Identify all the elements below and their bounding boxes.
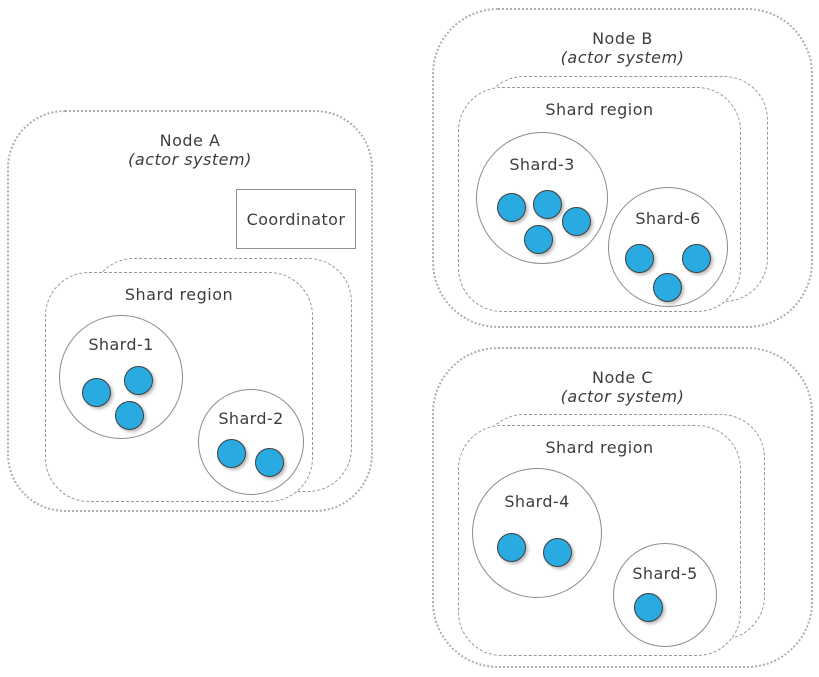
- actor-dot: [497, 193, 526, 222]
- actor-dot: [124, 366, 153, 395]
- shard-3-circle: Shard-3: [476, 132, 608, 264]
- actor-dot: [562, 207, 591, 236]
- actor-dot: [524, 225, 553, 254]
- shard-6-label: Shard-6: [635, 209, 701, 228]
- actor-dot: [217, 439, 246, 468]
- actor-dot: [533, 190, 562, 219]
- coordinator-box: Coordinator: [236, 189, 356, 249]
- node-a-subtitle: (actor system): [128, 150, 252, 170]
- actor-dot: [497, 533, 526, 562]
- node-c: Node C (actor system) Shard region Shard…: [432, 347, 813, 668]
- shard-1-label: Shard-1: [88, 335, 154, 354]
- coordinator-label: Coordinator: [246, 209, 346, 229]
- shard-5-circle: Shard-5: [613, 543, 717, 647]
- actor-dot: [115, 401, 144, 430]
- shard-2-circle: Shard-2: [198, 389, 304, 495]
- actor-dot: [653, 273, 682, 302]
- node-a-title: Node A: [159, 131, 221, 150]
- node-b-subtitle: (actor system): [560, 48, 685, 68]
- shard-5-label: Shard-5: [632, 564, 698, 583]
- actor-dot: [634, 593, 663, 622]
- actor-dot: [255, 448, 284, 477]
- node-b: Node B (actor system) Shard region Shard…: [432, 8, 813, 328]
- shard-4-label: Shard-4: [504, 492, 570, 511]
- shard-6-circle: Shard-6: [608, 187, 728, 307]
- node-b-shard-region-label: Shard region: [545, 100, 654, 119]
- node-c-subtitle: (actor system): [560, 387, 685, 407]
- actor-dot: [625, 244, 654, 273]
- actor-dot: [682, 244, 711, 273]
- actor-dot: [543, 538, 572, 567]
- node-c-title: Node C: [591, 368, 653, 387]
- node-a: Node A (actor system) Coordinator Shard …: [7, 110, 373, 512]
- node-b-title: Node B: [592, 29, 653, 48]
- shard-3-label: Shard-3: [509, 155, 575, 174]
- actor-dot: [82, 378, 111, 407]
- node-c-shard-region-label: Shard region: [545, 438, 654, 457]
- shard-1-circle: Shard-1: [59, 315, 183, 439]
- shard-4-circle: Shard-4: [472, 468, 602, 598]
- node-a-shard-region-label: Shard region: [124, 285, 234, 304]
- shard-2-label: Shard-2: [218, 409, 284, 428]
